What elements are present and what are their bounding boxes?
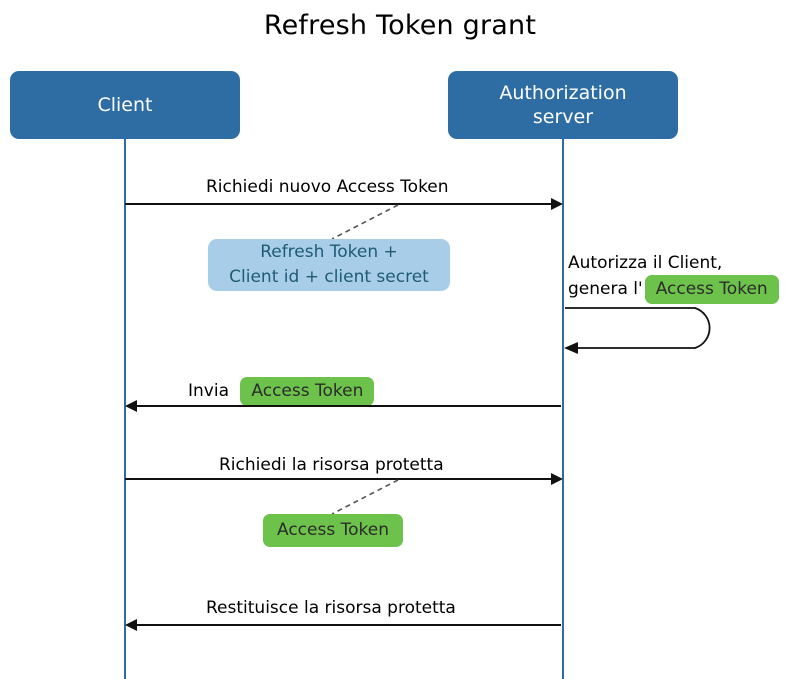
self-message-loop	[564, 307, 711, 354]
message-1-arrow-line	[125, 203, 551, 205]
participant-client-label: Client	[97, 94, 153, 116]
note-access-token-text: Access Token	[263, 514, 403, 547]
self-message-label: Autorizza il Client, genera l' Access To…	[568, 252, 779, 304]
note-credentials: Refresh Token + Client id + client secre…	[208, 239, 450, 291]
note-credentials-connector	[331, 204, 399, 240]
page-title: Refresh Token grant	[263, 10, 537, 41]
message-2-arrow-line	[137, 405, 561, 407]
participant-client[interactable]: Client	[10, 71, 240, 139]
self-message-line2: genera l'	[568, 279, 643, 299]
message-3-arrow-line	[125, 478, 551, 480]
message-1-arrowhead	[551, 198, 563, 210]
note-access-token-connector	[331, 479, 399, 515]
message-4-arrow-line	[137, 624, 561, 626]
participant-authorization-server[interactable]: Authorization server	[448, 71, 678, 139]
self-message-line1: Autorizza il Client,	[568, 253, 723, 273]
lifeline-authorization-server	[562, 139, 564, 679]
message-2-label-row: Invia Access Token	[188, 377, 375, 406]
message-2-label: Invia	[188, 381, 229, 401]
message-4-label: Restituisce la risorsa protetta	[206, 598, 456, 618]
message-3-label: Richiedi la risorsa protetta	[219, 455, 444, 475]
message-1-label: Richiedi nuovo Access Token	[206, 177, 449, 197]
message-3-arrowhead	[551, 473, 563, 485]
note-credentials-text: Refresh Token + Client id + client secre…	[229, 242, 429, 287]
self-message-line2-row: genera l' Access Token	[568, 275, 779, 304]
participant-authorization-server-label: Authorization server	[499, 82, 627, 128]
message-2-arrowhead	[125, 400, 137, 412]
message-2-access-token-badge: Access Token	[240, 377, 375, 406]
note-access-token: Access Token	[263, 514, 403, 547]
message-4-arrowhead	[125, 619, 137, 631]
self-message-access-token-badge: Access Token	[644, 275, 779, 304]
